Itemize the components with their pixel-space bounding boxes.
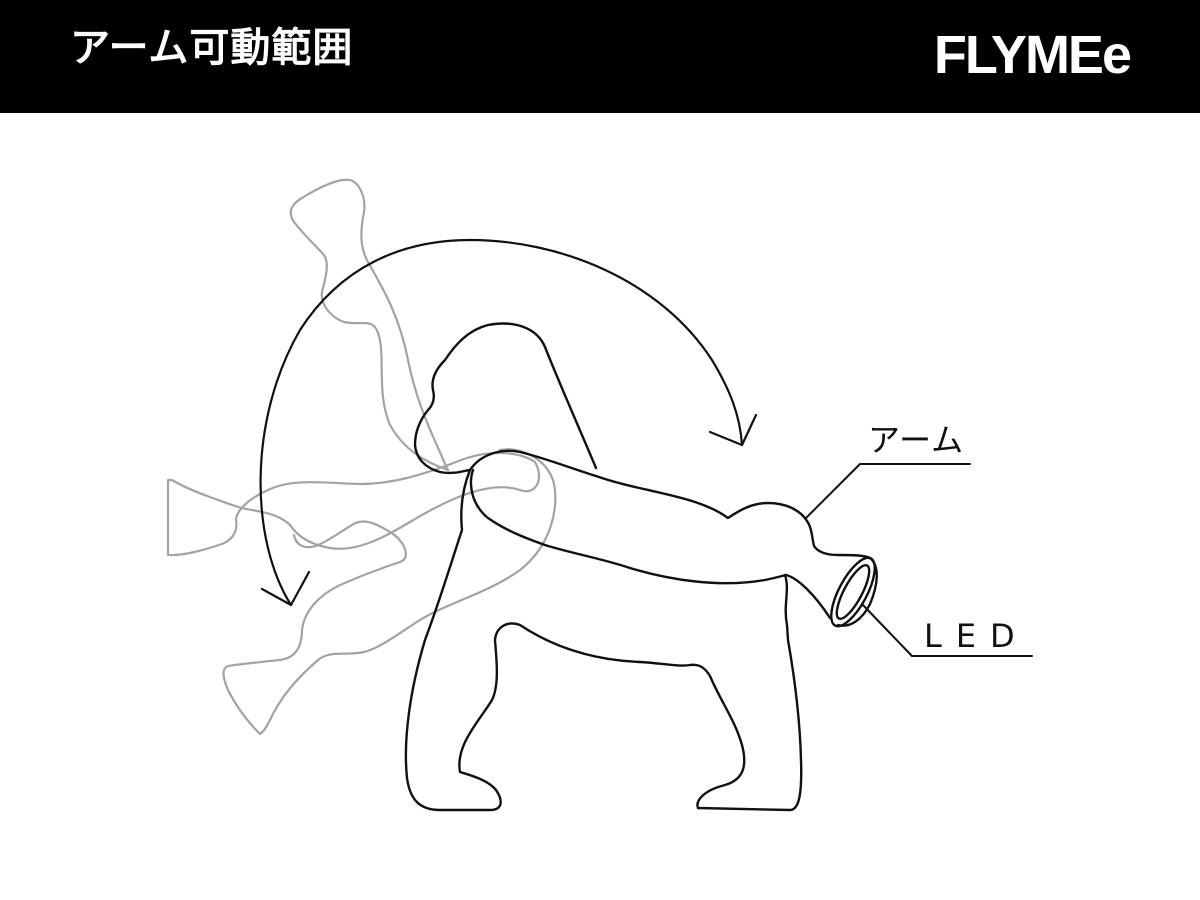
led-callout-label: LED bbox=[924, 617, 1029, 655]
led-head-inner bbox=[835, 563, 871, 621]
gorilla-arm bbox=[468, 449, 872, 620]
gorilla-back bbox=[543, 345, 598, 470]
ghost-arms bbox=[166, 178, 557, 736]
header-bar: アーム可動範囲 FLYMEe bbox=[0, 0, 1200, 113]
rotation-arrows bbox=[259, 238, 758, 607]
rotation-arc bbox=[259, 238, 744, 607]
ghost-arm-side bbox=[166, 451, 541, 557]
led-head-rim bbox=[836, 556, 878, 627]
arm-callout-label: アーム bbox=[868, 421, 965, 459]
arrowhead-right bbox=[708, 413, 758, 447]
gorilla-lamp bbox=[404, 322, 878, 812]
arm-range-diagram bbox=[166, 178, 1033, 812]
led-leader-line bbox=[861, 603, 1033, 657]
arm-leader-line bbox=[805, 463, 971, 519]
ghost-arm-lower bbox=[222, 448, 557, 736]
ghost-arm-upper bbox=[289, 178, 450, 472]
brand-logo: FLYMEe bbox=[933, 25, 1132, 85]
gorilla-body bbox=[404, 322, 803, 812]
arrowhead-left bbox=[260, 570, 311, 607]
callout-lines bbox=[805, 463, 1033, 657]
page-title: アーム可動範囲 bbox=[70, 25, 354, 71]
